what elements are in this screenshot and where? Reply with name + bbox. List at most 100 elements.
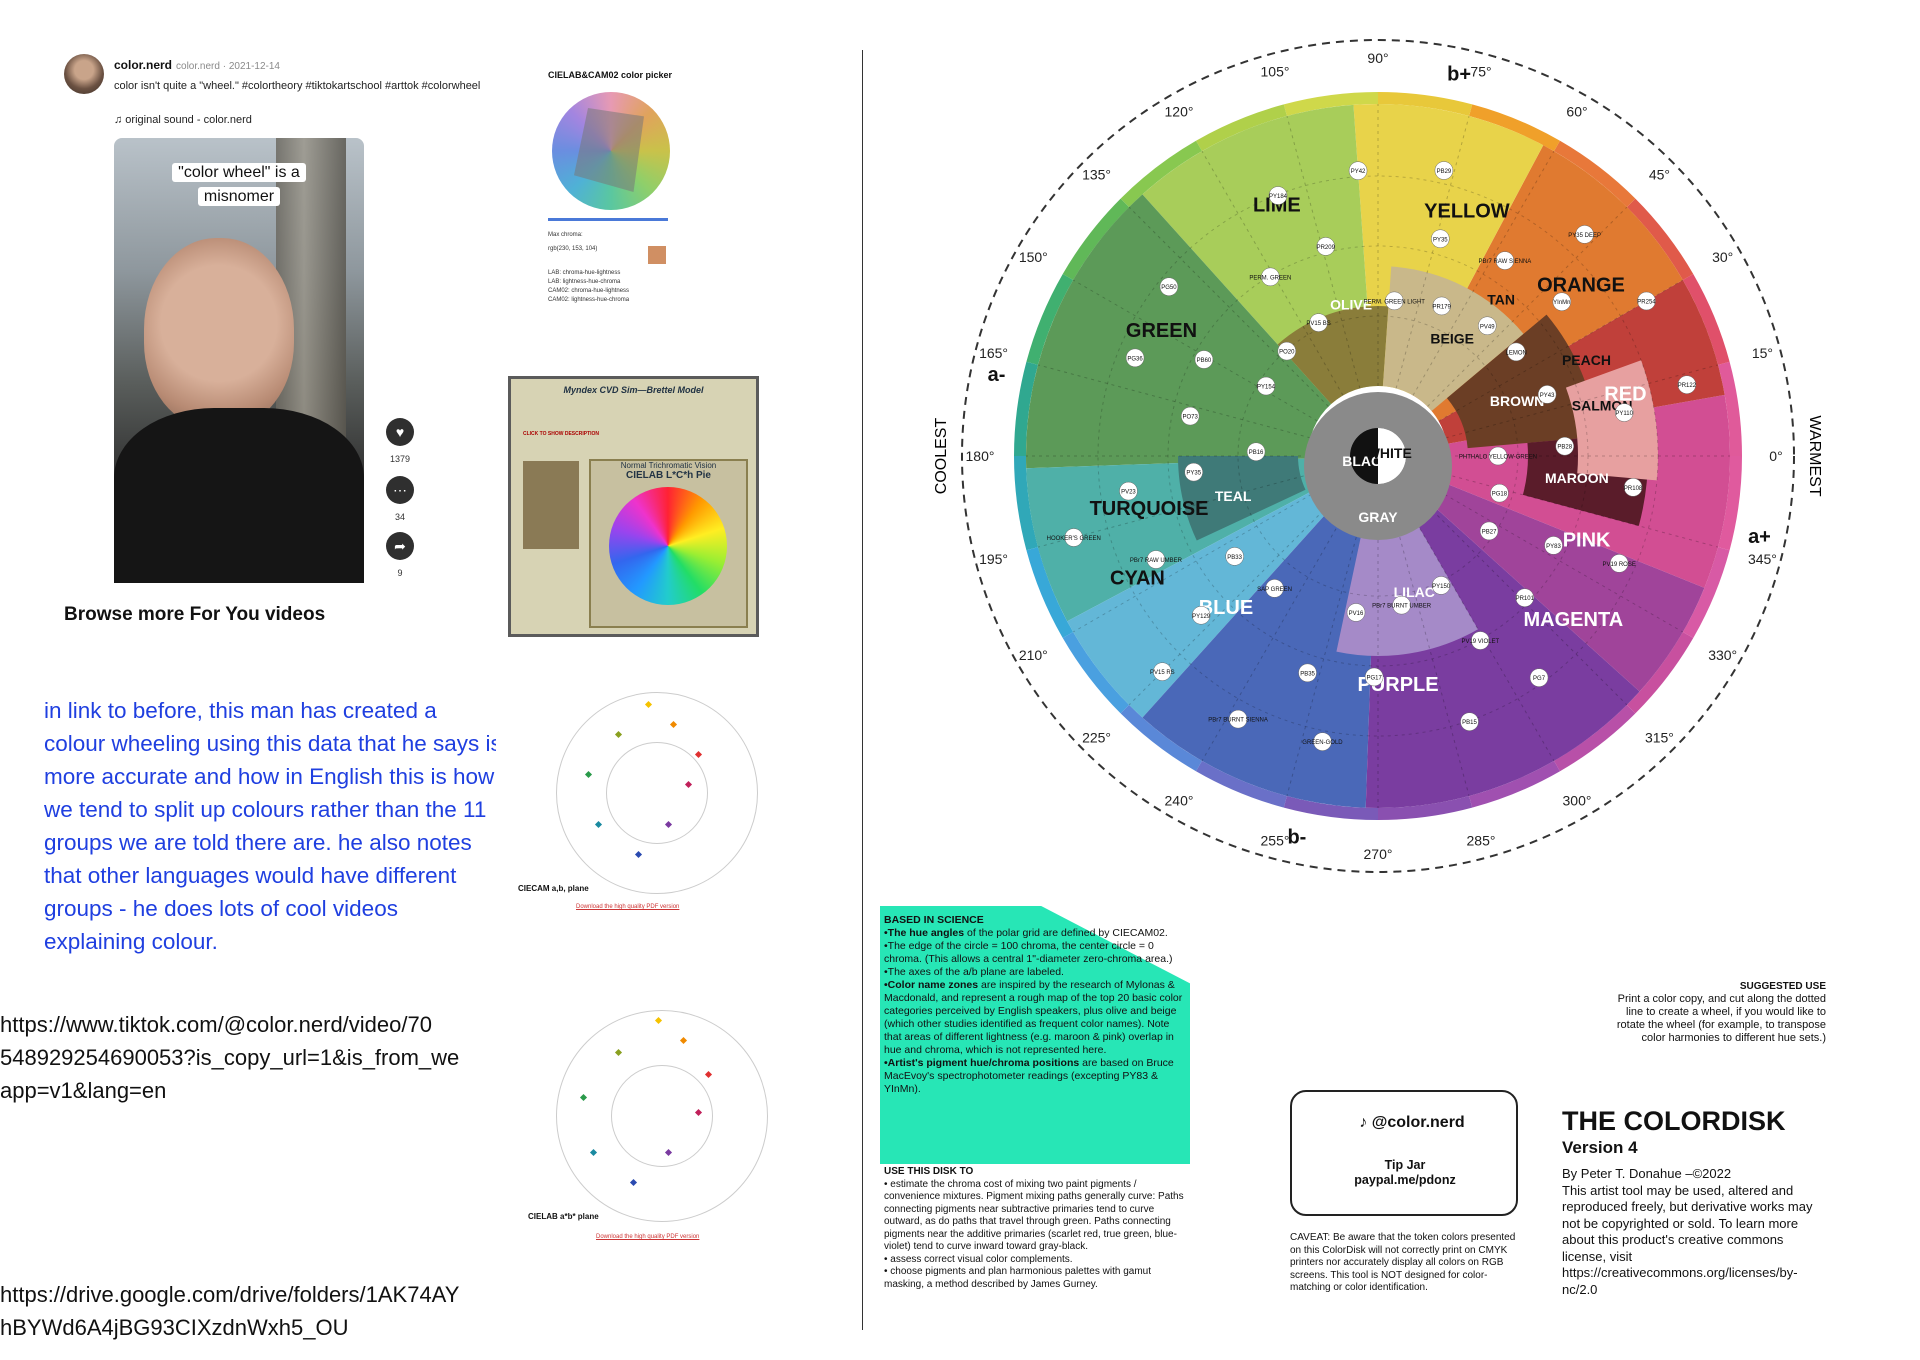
hue-angle-label: 315° xyxy=(1645,729,1674,745)
pigment-token xyxy=(1348,161,1368,180)
myndex-pie-title: CIELAB L*C*h Pie xyxy=(625,470,711,481)
cielab-color-wheel[interactable] xyxy=(552,92,670,210)
pigment-label: YInMn xyxy=(1553,300,1570,306)
pigment-token xyxy=(1506,342,1526,362)
drive-url-line-2[interactable]: hBYWd6A4jBG93CIXzdnWxh5_OU xyxy=(0,1315,349,1340)
option-lab-chl[interactable]: LAB: chroma-hue-lightness xyxy=(548,270,621,276)
hue-ring-segment xyxy=(1283,796,1378,820)
tiktok-video[interactable]: "color wheel" is a misnomer xyxy=(114,138,364,583)
option-cam02-chl[interactable]: CAM02: chroma-hue-lightness xyxy=(548,288,630,294)
hue-grid-line xyxy=(1438,490,1684,633)
pigment-label: PB35 xyxy=(1300,671,1315,677)
white-half xyxy=(1378,428,1406,484)
pigment-label: PG7 xyxy=(1533,676,1546,682)
use-title: USE THIS DISK TO xyxy=(884,1166,974,1177)
pigment-token xyxy=(1552,292,1572,311)
tiktok-url-line-3[interactable]: app=v1&lang=en xyxy=(0,1078,167,1103)
pigment-label: PY43 xyxy=(1540,393,1555,399)
zone-beige xyxy=(1382,266,1524,412)
pigment-token xyxy=(1277,341,1297,361)
option-cam02-lhc[interactable]: CAM02: lightness-hue-chroma xyxy=(548,297,630,303)
science-bullet-5: •Artist's pigment hue/chroma positions a… xyxy=(884,1057,1174,1095)
hue-ring-segment xyxy=(1718,456,1742,551)
pigment-token xyxy=(1490,483,1509,503)
zone-label: TAN xyxy=(1487,291,1515,307)
pigment-token xyxy=(1488,446,1508,466)
pigment-token xyxy=(1515,588,1534,607)
zone-label: YELLOW xyxy=(1424,201,1510,223)
pigment-token xyxy=(1246,442,1266,461)
pigment-label: PV49 xyxy=(1480,324,1495,330)
pigment-label: PB29 xyxy=(1437,169,1452,175)
like-heart-icon[interactable]: ♥ xyxy=(386,418,414,446)
zone-label: CYAN xyxy=(1110,568,1165,590)
hue-angle-label: 105° xyxy=(1261,64,1290,80)
comment-icon[interactable]: ⋯ xyxy=(386,476,414,504)
option-lab-lhc[interactable]: LAB: lightness-hue-chroma xyxy=(548,279,621,285)
hue-angle-label: 60° xyxy=(1566,103,1587,119)
tiktok-handle[interactable]: ♪ @color.nerd xyxy=(1359,1114,1465,1131)
tiktok-url-line-1[interactable]: https://www.tiktok.com/@color.nerd/video… xyxy=(0,1012,432,1037)
hue-ring-segment xyxy=(1196,104,1287,152)
pigment-label: PR101 xyxy=(1516,596,1535,602)
pigment-label: PERM. GREEN LIGHT xyxy=(1364,299,1426,305)
pigment-label: PY150 xyxy=(1432,584,1451,590)
pigment-label: PR209 xyxy=(1317,245,1336,251)
use-line-2: • assess correct visual color complement… xyxy=(884,1253,1073,1265)
tiktok-caption: color isn't quite a "wheel." #colortheor… xyxy=(114,80,481,92)
hue-angle-label: 30° xyxy=(1712,249,1733,265)
myndex-sample-buttons[interactable] xyxy=(523,461,579,549)
drive-url-line-1[interactable]: https://drive.google.com/drive/folders/1… xyxy=(0,1282,460,1307)
pigment-token xyxy=(1125,348,1145,368)
hue-angle-label: 15° xyxy=(1752,345,1773,361)
tiktok-sound[interactable]: ♫ original sound - color.nerd xyxy=(114,114,252,126)
hue-angle-label: 150° xyxy=(1019,249,1048,265)
browse-more-link[interactable]: Browse more For You videos xyxy=(64,604,326,625)
zone-label: BLACK xyxy=(1342,453,1391,469)
zone-teal xyxy=(1178,456,1306,541)
zone-label: GRAY xyxy=(1358,509,1398,525)
pigment-token xyxy=(1261,267,1280,287)
share-count: 9 xyxy=(397,568,403,578)
zone-olive xyxy=(1277,306,1389,404)
hue-angle-label: 225° xyxy=(1082,729,1111,745)
pigment-token xyxy=(1146,550,1166,569)
pigment-label: PV19 VIOLET xyxy=(1461,639,1499,645)
caveat-text: CAVEAT: Be aware that the token colors p… xyxy=(1290,1232,1516,1293)
hue-angle-label: 0° xyxy=(1769,448,1782,464)
hue-angle-label: 165° xyxy=(979,345,1008,361)
tiktok-url-line-2[interactable]: 548929254690053?is_copy_url=1&is_from_we xyxy=(0,1045,460,1070)
cielab-slider[interactable] xyxy=(548,218,668,221)
avatar[interactable] xyxy=(64,54,104,94)
colordisk-svg: 0°15°30°45°60°75°90°105°120°135°150°165°… xyxy=(933,39,1823,873)
pigment-token xyxy=(1460,712,1479,731)
zone-label: PINK xyxy=(1563,529,1611,551)
pigment-token xyxy=(1392,595,1411,615)
pigment-token xyxy=(1434,161,1454,180)
myndex-cvd-sim-thumbnail[interactable]: Myndex CVD Sim—Brettel Model CLICK TO SH… xyxy=(508,376,759,637)
hue-angle-label: 255° xyxy=(1261,832,1290,848)
zone-label: RED xyxy=(1604,383,1646,405)
plot1-pdf-link[interactable]: Download the high quality PDF version xyxy=(576,904,680,910)
zone-brown xyxy=(1446,314,1598,449)
pigment-token xyxy=(1184,462,1203,482)
science-bullet-1: •The hue angles of the polar grid are de… xyxy=(884,927,1168,939)
zone-label: PEACH xyxy=(1562,352,1611,368)
share-arrow-icon[interactable]: ➦ xyxy=(386,532,414,560)
video-caption-line-1: "color wheel" is a xyxy=(114,163,364,182)
hue-grid-line xyxy=(1445,364,1719,439)
zone-label: MAROON xyxy=(1545,470,1609,486)
hue-ring-segment xyxy=(1469,760,1560,808)
hue-ring-segment xyxy=(1026,274,1074,365)
pigment-label: LEMON xyxy=(1505,350,1526,356)
pigment-label: PBr7 BURNT UMBER xyxy=(1372,604,1432,610)
color-zone xyxy=(1026,194,1332,469)
myndex-show-description[interactable]: CLICK TO SHOW DESCRIPTION xyxy=(523,431,600,437)
pigment-label: PY83 xyxy=(1546,544,1561,550)
color-zone xyxy=(1430,482,1705,692)
hue-grid-line xyxy=(1037,364,1311,439)
plot-ring-inner xyxy=(606,742,708,844)
plot2-pdf-link[interactable]: Download the high quality PDF version xyxy=(596,1234,700,1240)
